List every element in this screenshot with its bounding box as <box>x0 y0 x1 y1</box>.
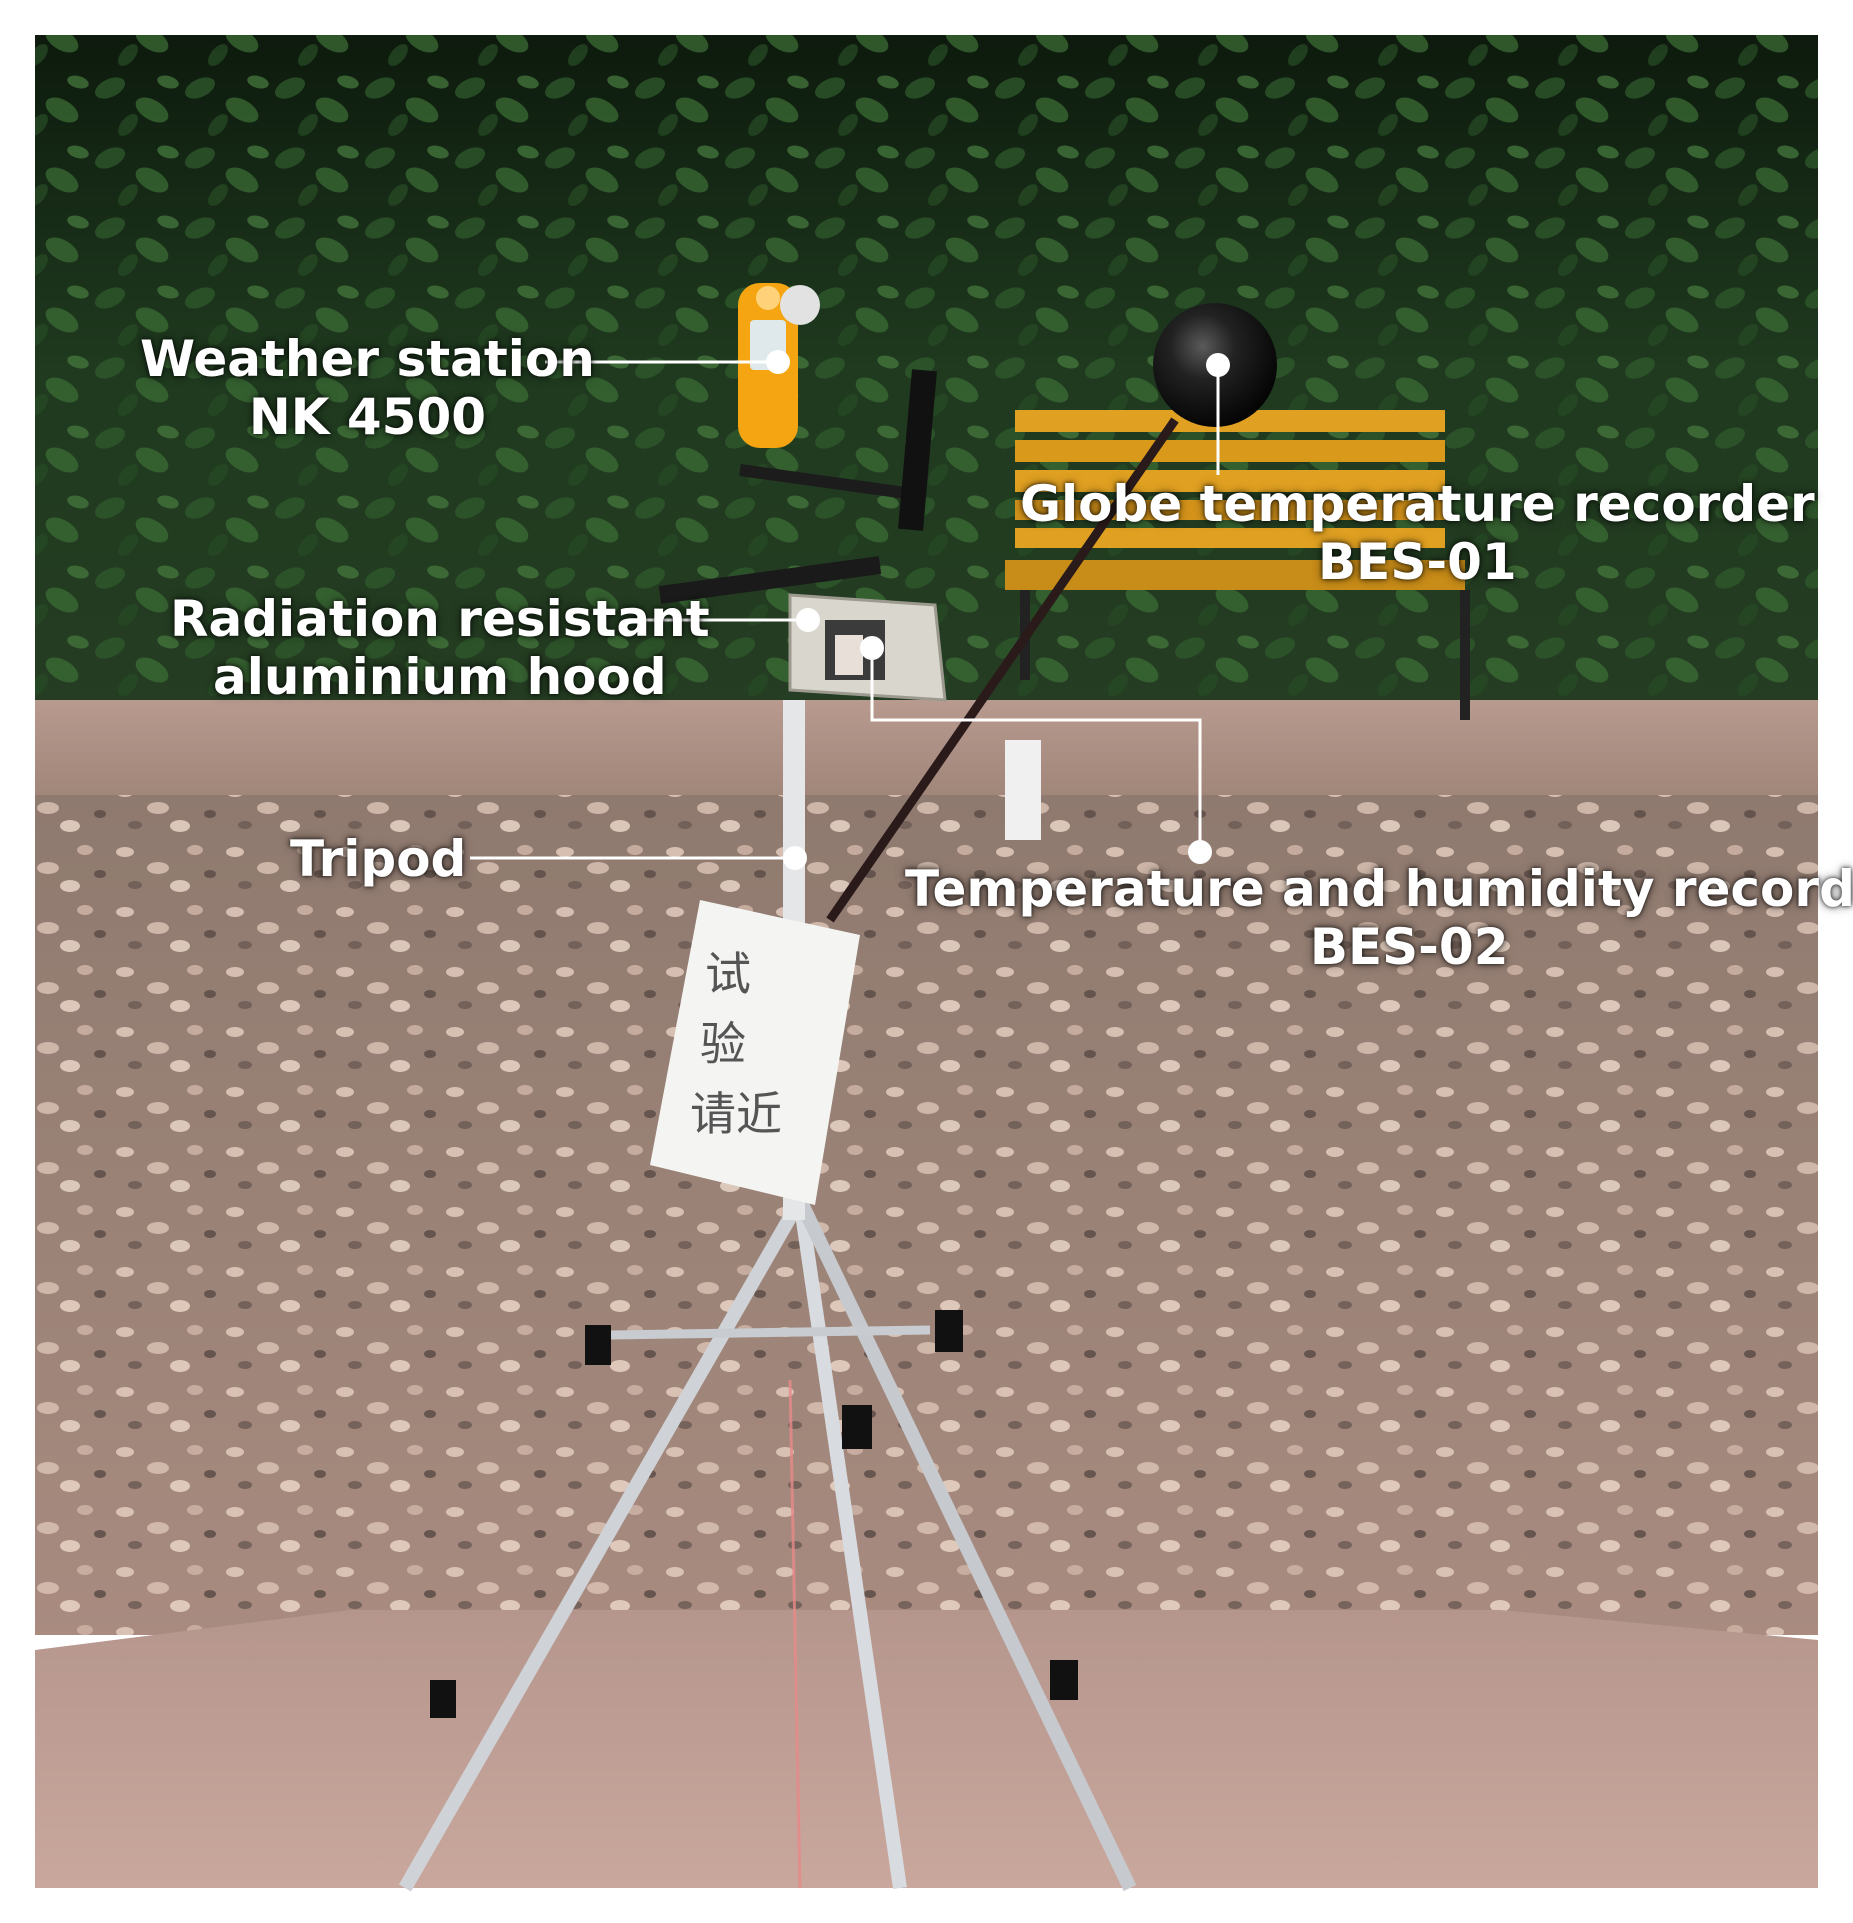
dot-hood <box>796 608 820 632</box>
sign-text-1: 试 <box>705 947 751 1001</box>
label-temp-humidity-line1: Temperature and humidity recorder <box>905 860 1853 918</box>
label-temp-humidity-recorder: Temperature and humidity recorder BES-02 <box>905 860 1853 976</box>
wind-vane <box>898 369 937 531</box>
sign-text-3: 请近 <box>690 1087 782 1141</box>
label-aluminium-hood-line1: Radiation resistant <box>170 590 710 648</box>
temp-humidity-recorder <box>1005 740 1041 840</box>
label-weather-station: Weather station NK 4500 <box>140 330 595 446</box>
mount-arm <box>658 556 882 604</box>
label-tripod: Tripod <box>290 830 466 888</box>
cross-bar <box>739 464 921 501</box>
label-globe-recorder-line1: Globe temperature recorder <box>1020 475 1815 533</box>
label-weather-station-line1: Weather station <box>140 330 595 388</box>
sign-text-2: 验 <box>700 1017 746 1071</box>
paper-sign: 试 验 请近 <box>650 900 860 1205</box>
dot-weather-station <box>766 350 790 374</box>
label-globe-recorder: Globe temperature recorder BES-01 <box>1020 475 1815 591</box>
label-aluminium-hood: Radiation resistant aluminium hood <box>170 590 710 706</box>
label-globe-recorder-line2: BES-01 <box>1318 533 1517 591</box>
leader-dots <box>766 350 1230 870</box>
globe-pole <box>826 417 1179 923</box>
leader-lines <box>470 360 1220 860</box>
dot-tripod <box>783 846 807 870</box>
bench <box>1005 410 1470 720</box>
label-aluminium-hood-line2: aluminium hood <box>213 648 667 706</box>
label-weather-station-line2: NK 4500 <box>248 388 487 446</box>
dot-globe <box>1206 353 1230 377</box>
dot-temp-humidity <box>1188 840 1212 864</box>
dot-temp-humidity-sensor <box>860 636 884 660</box>
label-temp-humidity-line2: BES-02 <box>1309 918 1509 976</box>
label-tripod-line1: Tripod <box>290 830 467 888</box>
